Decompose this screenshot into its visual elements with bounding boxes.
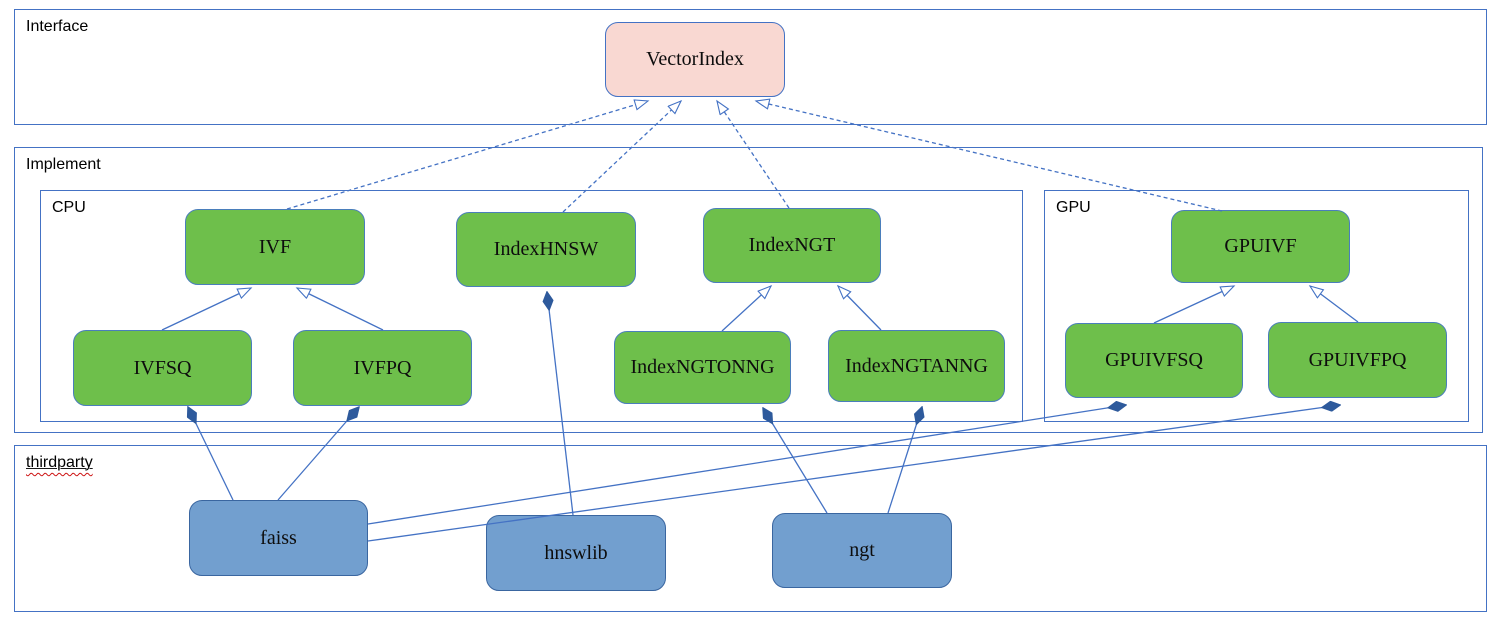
node-ivfpq: IVFPQ: [293, 330, 472, 406]
implement-container-label: Implement: [26, 156, 101, 173]
node-indexngtonng: IndexNGTONNG: [614, 331, 791, 404]
node-ivf: IVF: [185, 209, 365, 285]
node-indexhnsw: IndexHNSW: [456, 212, 636, 287]
node-ngt: ngt: [772, 513, 952, 588]
cpu-container-label: CPU: [52, 199, 86, 216]
node-indexngtanng: IndexNGTANNG: [828, 330, 1005, 402]
node-faiss: faiss: [189, 500, 368, 576]
node-vectorindex: VectorIndex: [605, 22, 785, 97]
node-gpuivfsq: GPUIVFSQ: [1065, 323, 1243, 398]
node-indexngt: IndexNGT: [703, 208, 881, 283]
gpu-container-label: GPU: [1056, 199, 1091, 216]
node-ivfsq: IVFSQ: [73, 330, 252, 406]
node-hnswlib: hnswlib: [486, 515, 666, 591]
node-gpuivfpq: GPUIVFPQ: [1268, 322, 1447, 398]
thirdparty-label-text: thirdparty: [26, 454, 93, 471]
thirdparty-container-label: thirdparty: [26, 454, 93, 472]
node-gpuivf: GPUIVF: [1171, 210, 1350, 283]
interface-container-label: Interface: [26, 18, 89, 35]
